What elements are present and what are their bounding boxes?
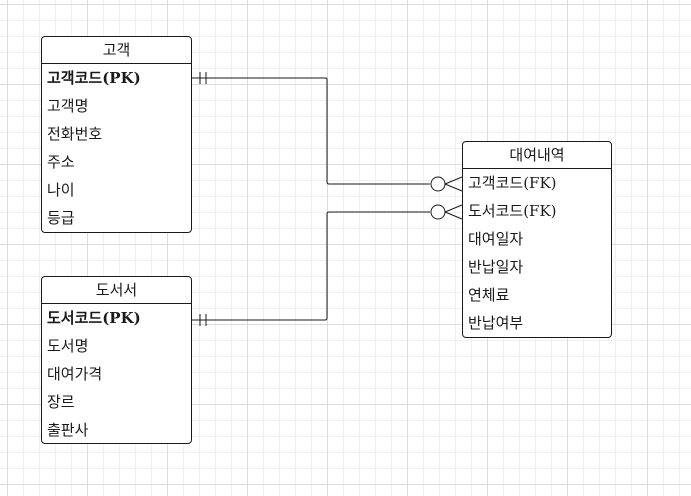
attribute[interactable]: 도서명 [47, 337, 89, 355]
attribute[interactable]: 대여일자 [468, 230, 524, 248]
zero-optional-circle [430, 204, 446, 220]
entity-title: 대여내역 [463, 142, 611, 169]
attribute[interactable]: 대여가격 [47, 365, 103, 383]
attribute-foreign-key[interactable]: 도서코드(FK) [468, 202, 557, 220]
entity-book[interactable]: 도서서 도서코드(PK) 도서명 대여가격 장르 출판사 [41, 276, 192, 444]
crows-foot-line [444, 176, 463, 185]
entity-customer[interactable]: 고객 고객코드(PK) 고객명 전화번호 주소 나이 등급 [41, 36, 192, 233]
attribute[interactable]: 나이 [47, 181, 75, 199]
relationship-line-book-rental [192, 211, 430, 321]
attribute[interactable]: 연체료 [468, 286, 510, 304]
attribute[interactable]: 주소 [47, 153, 75, 171]
attribute[interactable]: 고객명 [47, 97, 89, 115]
attribute-foreign-key[interactable]: 고객코드(FK) [468, 174, 557, 192]
zero-optional-circle [430, 176, 446, 192]
relationship-line-customer-rental [192, 77, 430, 185]
crows-foot-line [444, 204, 463, 213]
attribute[interactable]: 장르 [47, 393, 75, 411]
attribute[interactable]: 반납여부 [468, 314, 524, 332]
attribute-primary-key[interactable]: 도서코드(PK) [47, 309, 141, 327]
attribute[interactable]: 출판사 [47, 421, 89, 439]
attribute-primary-key[interactable]: 고객코드(PK) [47, 69, 141, 87]
entity-title: 고객 [42, 37, 191, 64]
attribute[interactable]: 전화번호 [47, 125, 103, 143]
crows-foot-line [444, 211, 463, 220]
entity-title: 도서서 [42, 277, 191, 304]
attribute[interactable]: 등급 [47, 209, 75, 227]
entity-rental[interactable]: 대여내역 고객코드(FK) 도서코드(FK) 대여일자 반납일자 연체료 반납여… [462, 141, 612, 338]
crows-foot-line [444, 183, 463, 192]
attribute[interactable]: 반납일자 [468, 258, 524, 276]
